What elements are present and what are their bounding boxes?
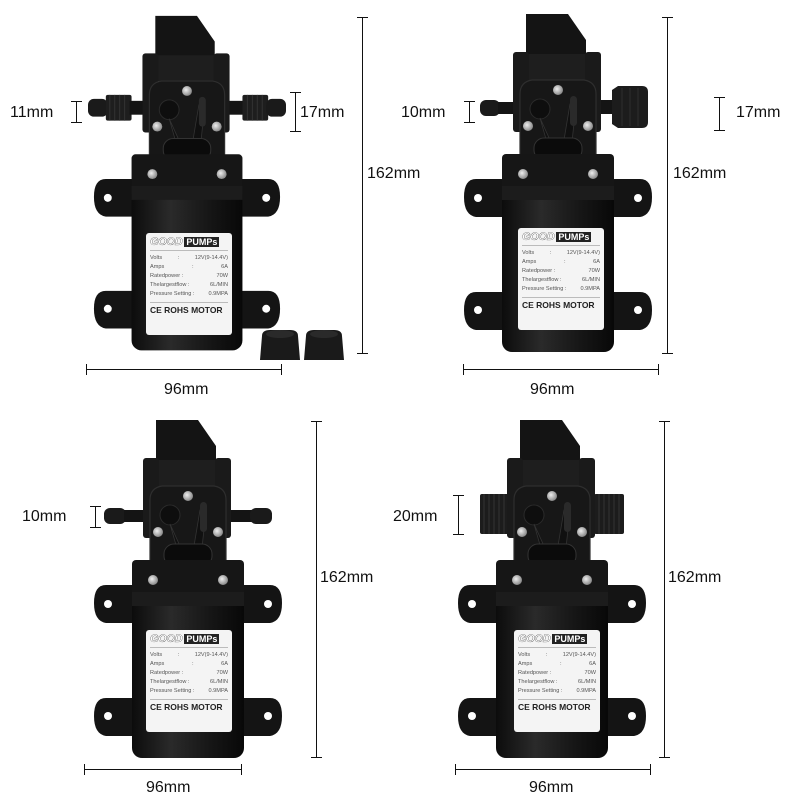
- pump-image: [458, 14, 658, 354]
- left-port-dim-line: [71, 101, 82, 123]
- height-dimension: 162mm: [367, 165, 421, 182]
- spec-row-volts: Volts:12V(9-14.4V): [150, 255, 228, 261]
- brand-pumps: PUMPs: [184, 237, 220, 247]
- pump-image: [452, 420, 652, 760]
- thread-caps-icon: [260, 330, 344, 360]
- height-dimension: 162mm: [320, 569, 374, 586]
- height-dim-line: [659, 421, 670, 758]
- certification-text: CE ROHS MOTOR: [150, 302, 228, 315]
- left-port-dimension: 10mm: [401, 104, 446, 121]
- width-dim-line: [84, 764, 242, 775]
- left-port-dim-line: [90, 506, 101, 528]
- width-dimension: 96mm: [164, 381, 209, 398]
- thread-fitting-icon: [480, 494, 510, 534]
- width-dimension: 96mm: [529, 779, 574, 796]
- width-dimension: 96mm: [146, 779, 191, 796]
- height-dim-line: [357, 17, 368, 354]
- left-port-dim-line: [464, 101, 475, 123]
- right-port-dim-line: [714, 97, 725, 131]
- left-port-dimension: 11mm: [10, 104, 54, 121]
- width-dim-line: [463, 364, 659, 375]
- height-dim-line: [662, 17, 673, 354]
- right-port-dim-line: [290, 92, 301, 132]
- right-port-dimension: 17mm: [300, 104, 345, 121]
- width-dimension: 96mm: [530, 381, 575, 398]
- height-dimension: 162mm: [673, 165, 727, 182]
- width-dim-line: [86, 364, 282, 375]
- pump-image: [88, 14, 286, 354]
- left-port-dim-line: [453, 495, 464, 535]
- height-dimension: 162mm: [668, 569, 722, 586]
- left-port-dimension: 20mm: [393, 508, 438, 525]
- barb-fitting-icon: [88, 98, 108, 117]
- brand-good: GOOD: [150, 236, 183, 248]
- left-port-dimension: 10mm: [22, 508, 67, 525]
- pump-image: [88, 420, 288, 760]
- spec-row-pressure: Pressure Setting :0.9MPA: [150, 291, 228, 297]
- width-dim-line: [455, 764, 651, 775]
- right-port-dimension: 17mm: [736, 104, 781, 121]
- spec-row-amps: Amps:6A: [150, 264, 228, 270]
- spec-row-flow: Thelargestflow :6L/MIN: [150, 282, 228, 288]
- spec-row-power: Ratedpower :70W: [150, 273, 228, 279]
- height-dim-line: [311, 421, 322, 758]
